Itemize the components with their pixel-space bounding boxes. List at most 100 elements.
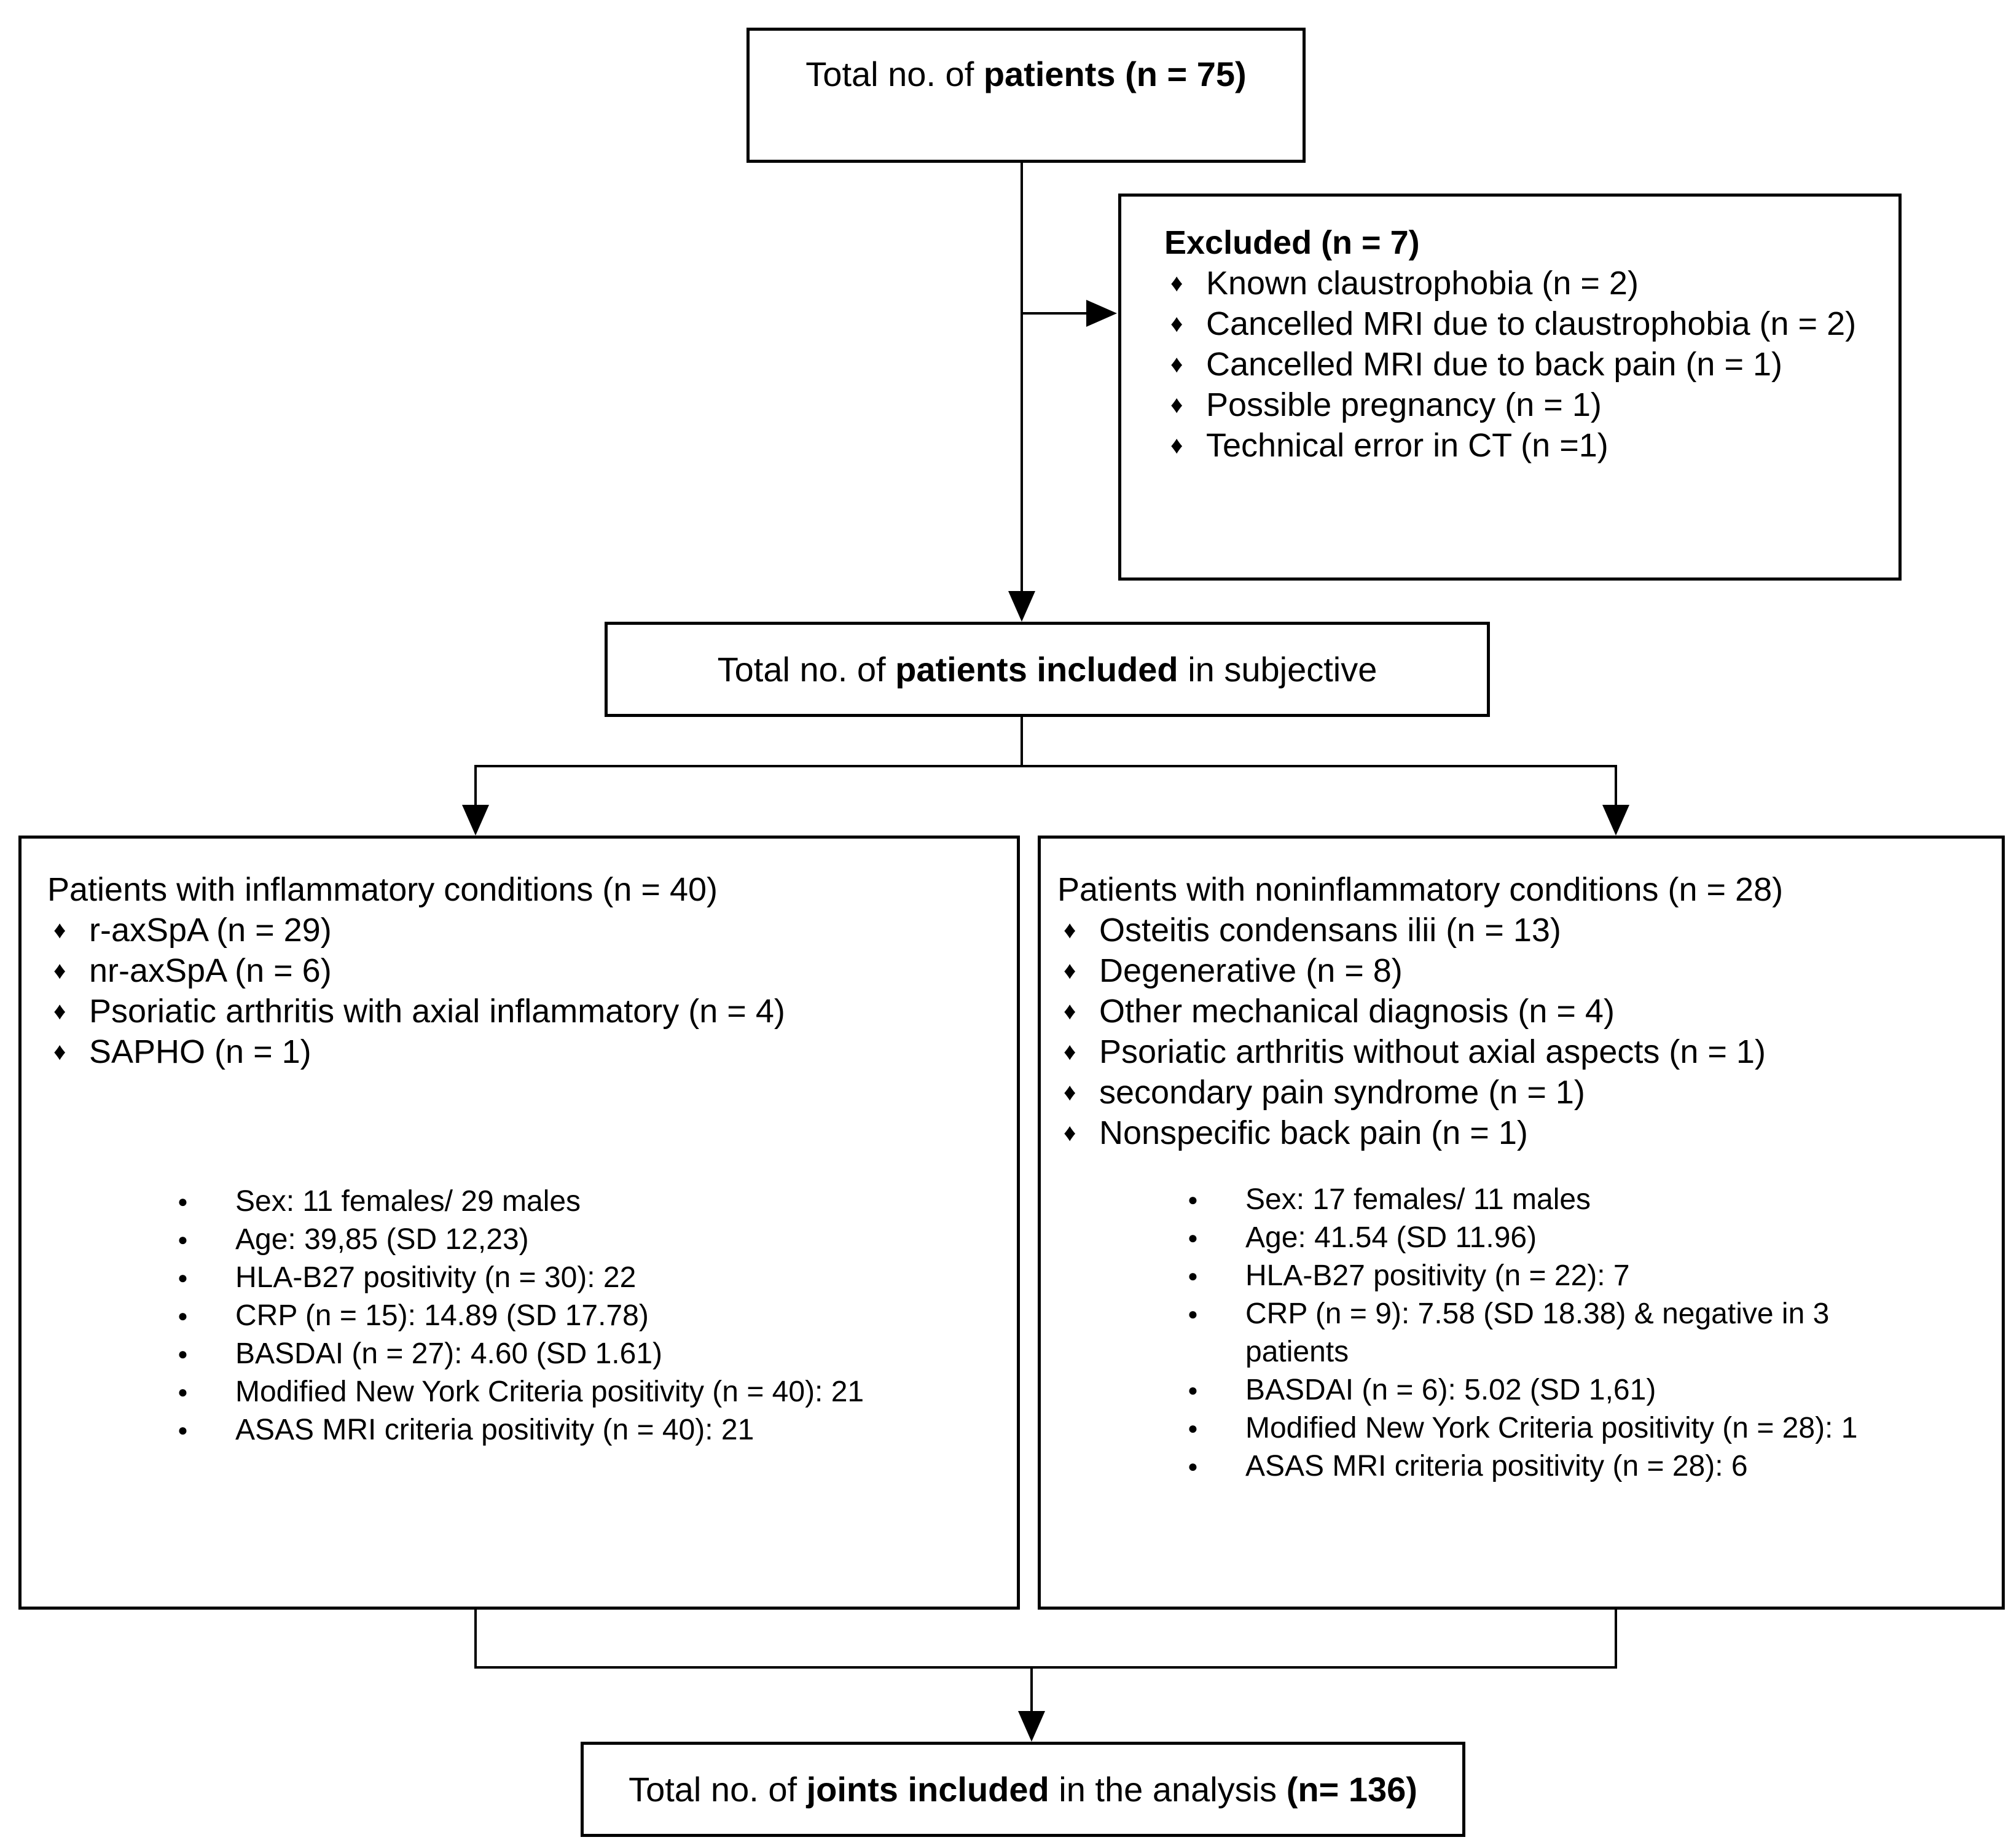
node-excluded: Excluded (n = 7) ♦ Known claustrophobia … xyxy=(1118,194,1902,581)
stat-label: Age: 41.54 (SD 11.96) xyxy=(1245,1221,1537,1254)
diagnosis-item: ♦ r-axSpA (n = 29) xyxy=(47,910,1005,950)
stat-item: ● HLA-B27 positivity (n = 30): 22 xyxy=(178,1259,1005,1297)
round-bullet-icon: ● xyxy=(178,1382,188,1401)
round-bullet-icon: ● xyxy=(1188,1228,1198,1247)
stat-label: Modified New York Criteria positivity (n… xyxy=(1245,1412,1858,1444)
round-bullet-icon: ● xyxy=(178,1420,188,1439)
excluded-title: Excluded (n = 7) xyxy=(1164,224,1420,261)
diagnosis-label: secondary pain syndrome (n = 1) xyxy=(1099,1074,1585,1111)
diagnosis-label: SAPHO (n = 1) xyxy=(89,1033,312,1070)
excluded-item: ♦ Cancelled MRI due to claustrophobia (n… xyxy=(1164,303,1892,344)
diamond-bullet-icon: ♦ xyxy=(53,917,66,944)
stat-label: ASAS MRI criteria positivity (n = 40): 2… xyxy=(235,1414,754,1446)
stat-item: ● ASAS MRI criteria positivity (n = 40):… xyxy=(178,1411,1005,1449)
joints-included-text: Total no. of joints included in the anal… xyxy=(629,1769,1417,1809)
diagnosis-label: r-axSpA (n = 29) xyxy=(89,912,332,949)
round-bullet-icon: ● xyxy=(1188,1304,1198,1323)
stat-label: Modified New York Criteria positivity (n… xyxy=(235,1376,864,1408)
stat-label: BASDAI (n = 27): 4.60 (SD 1.61) xyxy=(235,1337,662,1370)
diagnosis-item: ♦ Psoriatic arthritis without axial aspe… xyxy=(1057,1032,1989,1072)
diamond-bullet-icon: ♦ xyxy=(1170,391,1183,418)
node-patients-included: Total no. of patients included in subjec… xyxy=(605,622,1490,717)
diagnosis-item: ♦ secondary pain syndrome (n = 1) xyxy=(1057,1072,1989,1113)
arrowhead-down-icon xyxy=(462,805,489,836)
diamond-bullet-icon: ♦ xyxy=(1064,1079,1076,1106)
diamond-bullet-icon: ♦ xyxy=(53,998,66,1025)
connector-join-stub xyxy=(1030,1666,1033,1715)
round-bullet-icon: ● xyxy=(1188,1457,1198,1476)
diagnosis-label: Nonspecific back pain (n = 1) xyxy=(1099,1114,1528,1151)
inflammatory-stats: ● Sex: 11 females/ 29 males ● Age: 39,85… xyxy=(47,1183,1005,1449)
round-bullet-icon: ● xyxy=(1188,1380,1198,1400)
arrowhead-down-icon xyxy=(1018,1711,1045,1742)
node-inflammatory: Patients with inflammatory conditions (n… xyxy=(18,836,1020,1610)
stat-label: ASAS MRI criteria positivity (n = 28): 6 xyxy=(1245,1450,1748,1482)
joints-count: (n= 136) xyxy=(1286,1770,1417,1809)
diamond-bullet-icon: ♦ xyxy=(1064,1038,1076,1065)
included-prefix: Total no. of xyxy=(717,650,896,689)
arrowhead-down-icon xyxy=(1602,805,1629,836)
joints-prefix: Total no. of xyxy=(629,1770,807,1809)
diagnosis-item: ♦ Osteitis condensans ilii (n = 13) xyxy=(1057,910,1989,950)
round-bullet-icon: ● xyxy=(1188,1266,1198,1285)
stat-label: Sex: 17 females/ 11 males xyxy=(1245,1183,1591,1216)
inflammatory-title: Patients with inflammatory conditions (n… xyxy=(47,871,718,908)
diamond-bullet-icon: ♦ xyxy=(1170,351,1183,378)
excluded-item: ♦ Known claustrophobia (n = 2) xyxy=(1164,263,1892,303)
excluded-item: ♦ Cancelled MRI due to back pain (n = 1) xyxy=(1164,344,1892,385)
included-bold: patients included xyxy=(895,650,1178,689)
stat-item: ● ASAS MRI criteria positivity (n = 28):… xyxy=(1188,1447,1989,1486)
excluded-item: ♦ Possible pregnancy (n = 1) xyxy=(1164,385,1892,425)
diamond-bullet-icon: ♦ xyxy=(1064,917,1076,944)
excluded-item-label: Cancelled MRI due to back pain (n = 1) xyxy=(1206,346,1783,383)
diagnosis-label: Psoriatic arthritis with axial inflammat… xyxy=(89,993,785,1030)
node-noninflammatory: Patients with noninflammatory conditions… xyxy=(1038,836,2005,1610)
patients-included-text: Total no. of patients included in subjec… xyxy=(718,649,1377,689)
diagnosis-item: ♦ SAPHO (n = 1) xyxy=(47,1032,1005,1072)
connector-fork-horizontal xyxy=(474,765,1617,767)
diagnosis-item: ♦ Degenerative (n = 8) xyxy=(1057,950,1989,991)
diamond-bullet-icon: ♦ xyxy=(53,1038,66,1065)
stat-item: ● Modified New York Criteria positivity … xyxy=(1188,1409,1989,1447)
round-bullet-icon: ● xyxy=(1188,1190,1198,1209)
stat-item: ● BASDAI (n = 27): 4.60 (SD 1.61) xyxy=(178,1335,1005,1373)
stat-label: CRP (n = 9): 7.58 (SD 18.38) & negative … xyxy=(1245,1298,1830,1368)
stat-label: Sex: 11 females/ 29 males xyxy=(235,1185,581,1218)
total-patients-count: patients (n = 75) xyxy=(983,55,1247,93)
excluded-item-label: Possible pregnancy (n = 1) xyxy=(1206,386,1602,423)
diamond-bullet-icon: ♦ xyxy=(1064,998,1076,1025)
total-patients-text: Total no. of xyxy=(805,55,984,93)
stat-label: HLA-B27 positivity (n = 22): 7 xyxy=(1245,1259,1630,1292)
diagnosis-label: Psoriatic arthritis without axial aspect… xyxy=(1099,1033,1766,1070)
round-bullet-icon: ● xyxy=(178,1268,188,1287)
excluded-item-label: Technical error in CT (n =1) xyxy=(1206,427,1608,464)
stat-item: ● Age: 39,85 (SD 12,23) xyxy=(178,1221,1005,1259)
round-bullet-icon: ● xyxy=(1188,1419,1198,1438)
excluded-item-label: Cancelled MRI due to claustrophobia (n =… xyxy=(1206,305,1857,342)
round-bullet-icon: ● xyxy=(178,1306,188,1325)
diamond-bullet-icon: ♦ xyxy=(53,957,66,984)
noninflammatory-title: Patients with noninflammatory conditions… xyxy=(1057,871,1784,908)
diamond-bullet-icon: ♦ xyxy=(1170,432,1183,459)
round-bullet-icon: ● xyxy=(178,1192,188,1211)
stat-item: ● Age: 41.54 (SD 11.96) xyxy=(1188,1219,1989,1257)
stat-item: ● BASDAI (n = 6): 5.02 (SD 1,61) xyxy=(1188,1371,1989,1409)
connector-branch-excluded xyxy=(1021,312,1091,315)
stat-item: ● Modified New York Criteria positivity … xyxy=(178,1373,1005,1411)
diamond-bullet-icon: ♦ xyxy=(1064,1119,1076,1146)
round-bullet-icon: ● xyxy=(178,1344,188,1363)
node-joints-included: Total no. of joints included in the anal… xyxy=(581,1742,1465,1837)
stat-label: Age: 39,85 (SD 12,23) xyxy=(235,1223,529,1256)
stat-item: ● Sex: 17 females/ 11 males xyxy=(1188,1181,1989,1219)
stat-item: ● HLA-B27 positivity (n = 22): 7 xyxy=(1188,1257,1989,1295)
joints-bold: joints included xyxy=(806,1770,1049,1809)
arrowhead-right-icon xyxy=(1086,300,1117,327)
connector-included-stub xyxy=(1021,716,1023,766)
connector-top-to-included xyxy=(1021,162,1023,598)
excluded-item: ♦ Technical error in CT (n =1) xyxy=(1164,425,1892,466)
diamond-bullet-icon: ♦ xyxy=(1170,310,1183,337)
stat-label: BASDAI (n = 6): 5.02 (SD 1,61) xyxy=(1245,1374,1656,1406)
diamond-bullet-icon: ♦ xyxy=(1170,270,1183,297)
stat-label: CRP (n = 15): 14.89 (SD 17.78) xyxy=(235,1299,649,1332)
